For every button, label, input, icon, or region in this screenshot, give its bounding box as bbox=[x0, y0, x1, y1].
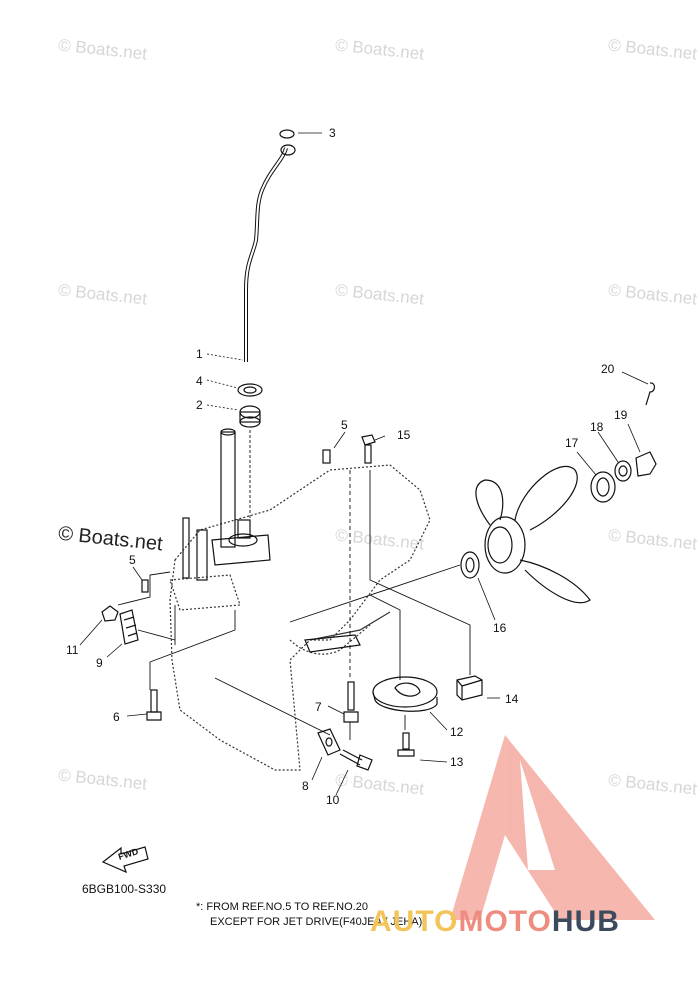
part-label: 1 bbox=[196, 347, 203, 361]
lower-unit-housing bbox=[169, 464, 431, 771]
brand-part-2: MOTO bbox=[458, 905, 552, 938]
part-label: 15 bbox=[397, 428, 411, 442]
part-label: 14 bbox=[505, 692, 519, 706]
brand-logo: AUTOMOTOHUB bbox=[370, 905, 620, 939]
part-label: 13 bbox=[450, 755, 464, 769]
part-18-washer bbox=[614, 460, 632, 482]
part-label: 7 bbox=[315, 700, 322, 714]
part-label: 3 bbox=[329, 126, 336, 140]
footnote-line-1: *: FROM REF.NO.5 TO REF.NO.20 bbox=[196, 901, 368, 913]
part-label: 16 bbox=[493, 621, 507, 635]
part-13-bolt bbox=[397, 732, 415, 757]
part-label: 10 bbox=[326, 793, 340, 807]
part-label: 9 bbox=[96, 656, 103, 670]
part-12-anode-plate bbox=[372, 676, 438, 712]
part-15-bolt bbox=[361, 434, 376, 464]
part-label: 11 bbox=[66, 643, 79, 657]
part-7-bolt bbox=[343, 681, 359, 723]
part-label: 19 bbox=[614, 408, 628, 422]
part-label: 2 bbox=[196, 398, 203, 412]
part-14-anode bbox=[456, 675, 483, 701]
part-16-oil-seal bbox=[460, 551, 480, 579]
part-label: 4 bbox=[196, 374, 203, 388]
part-label: 8 bbox=[302, 779, 309, 793]
part-3-washer bbox=[279, 129, 295, 139]
footnote-line-2: EXCEPT FOR JET DRIVE(F40JEA / JEHA) bbox=[210, 916, 423, 928]
part-5-pin bbox=[322, 449, 331, 464]
part-label: 5 bbox=[129, 553, 136, 567]
part-label: 18 bbox=[590, 420, 604, 434]
brand-part-1: AUTO bbox=[370, 905, 459, 938]
part-4-grommet bbox=[237, 383, 263, 397]
part-label: 6 bbox=[113, 710, 120, 724]
part-20-cotter-pin bbox=[645, 382, 656, 406]
fwd-arrow-icon bbox=[101, 846, 149, 874]
part-8-plate bbox=[317, 728, 341, 756]
part-9-grommet bbox=[119, 609, 139, 645]
diagram-code: 6BGB100-S330 bbox=[82, 882, 167, 896]
part-19-nut bbox=[635, 451, 657, 477]
drive-shaft bbox=[220, 431, 236, 548]
part-17-spacer bbox=[590, 471, 616, 503]
part-label: 12 bbox=[450, 725, 464, 739]
part-label: 20 bbox=[601, 362, 615, 376]
part-label: 5 bbox=[341, 418, 348, 432]
part-10-bolt bbox=[339, 749, 373, 771]
part-6-bolt bbox=[146, 689, 162, 721]
part-5-pin bbox=[141, 579, 149, 593]
brand-triangle bbox=[450, 735, 655, 920]
part-11-nut bbox=[101, 605, 119, 622]
brand-part-3: HUB bbox=[551, 905, 620, 938]
propeller bbox=[475, 465, 591, 604]
part-label: 17 bbox=[565, 436, 579, 450]
